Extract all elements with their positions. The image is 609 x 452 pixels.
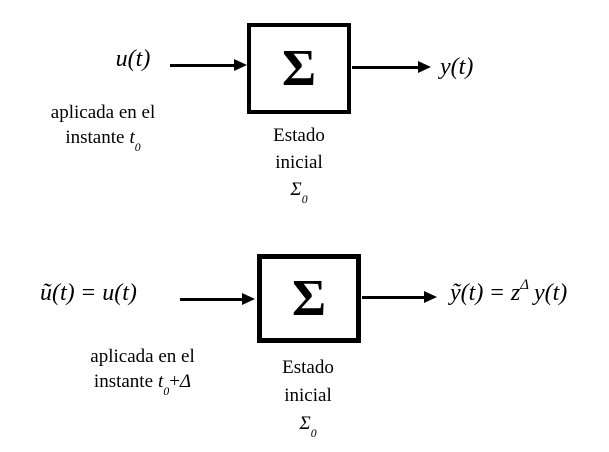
bottom-applied-word: instante xyxy=(93,371,154,392)
top-sigma-symbol: Σ xyxy=(282,39,316,97)
bottom-output-equals: = xyxy=(490,280,504,306)
bottom-sigma-symbol: Σ xyxy=(292,269,326,327)
bottom-applied-var: t xyxy=(158,371,164,392)
top-system-block: Σ xyxy=(247,23,351,114)
bottom-applied-line1: aplicada en el xyxy=(90,346,195,367)
top-output-arrow xyxy=(352,61,431,73)
top-output-signal-text: y(t) xyxy=(440,54,474,80)
top-state-line1: Estado xyxy=(273,125,325,146)
bottom-output-lhs: ỹ(t) xyxy=(450,280,484,306)
top-input-signal-label: u(t) xyxy=(105,44,161,74)
bottom-input-signal-label: ũ(t)=u(t) xyxy=(40,278,137,308)
top-applied-subscript: 0 xyxy=(134,140,141,154)
top-state-line2: inicial xyxy=(275,152,323,173)
top-output-signal-label: y(t) xyxy=(440,52,473,82)
bottom-output-arrow xyxy=(362,291,437,303)
top-input-arrow xyxy=(170,59,247,71)
top-applied-word: instante xyxy=(65,127,125,148)
bottom-state-sigma-sub: 0 xyxy=(310,426,317,440)
top-input-signal-text: u(t) xyxy=(115,46,151,72)
bottom-applied-subscript: 0 xyxy=(163,384,170,398)
bottom-state-line2: inicial xyxy=(284,385,332,406)
bottom-input-rhs: u(t) xyxy=(102,280,137,306)
top-applied-line1: aplicada en el xyxy=(50,102,156,123)
bottom-state-sigma: Σ xyxy=(299,413,311,434)
bottom-state-line1: Estado xyxy=(282,357,334,378)
top-applied-var: t xyxy=(129,127,135,148)
bottom-state-sigma0: Σ0 xyxy=(243,410,373,440)
bottom-system-block: Σ xyxy=(257,254,361,343)
bottom-input-lhs: ũ(t) xyxy=(40,280,75,306)
bottom-state-caption: Estado inicial Σ0 xyxy=(243,354,373,440)
bottom-input-arrow xyxy=(180,293,255,305)
top-state-sigma0: Σ0 xyxy=(234,176,364,206)
bottom-output-delta-sup: Δ xyxy=(520,277,529,293)
top-state-caption: Estado inicial Σ0 xyxy=(234,122,364,206)
bottom-applied-plus: + xyxy=(169,371,180,392)
bottom-applied-delta: Δ xyxy=(179,371,192,392)
bottom-input-equals: = xyxy=(81,280,96,306)
top-state-sigma: Σ xyxy=(290,179,302,200)
bottom-output-z: z xyxy=(510,280,521,306)
bottom-output-rhs: y(t) xyxy=(533,280,568,306)
top-state-sigma-sub: 0 xyxy=(301,192,308,206)
